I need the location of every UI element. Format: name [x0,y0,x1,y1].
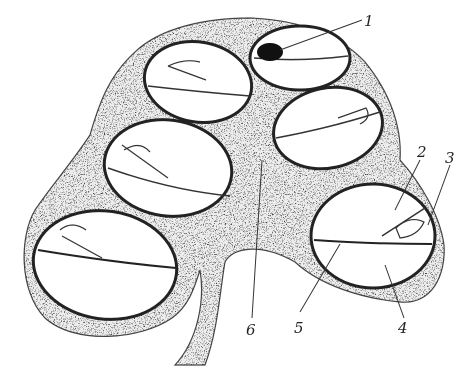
cochlear-turn-basal-right [311,184,435,288]
leader-line-3 [428,165,450,225]
dark-structure [257,43,283,61]
label-5: 5 [294,319,304,337]
label-3: 3 [445,149,455,167]
label-6: 6 [246,321,256,339]
label-4: 4 [397,319,408,337]
label-2: 2 [416,143,427,161]
label-1: 1 [364,12,374,30]
